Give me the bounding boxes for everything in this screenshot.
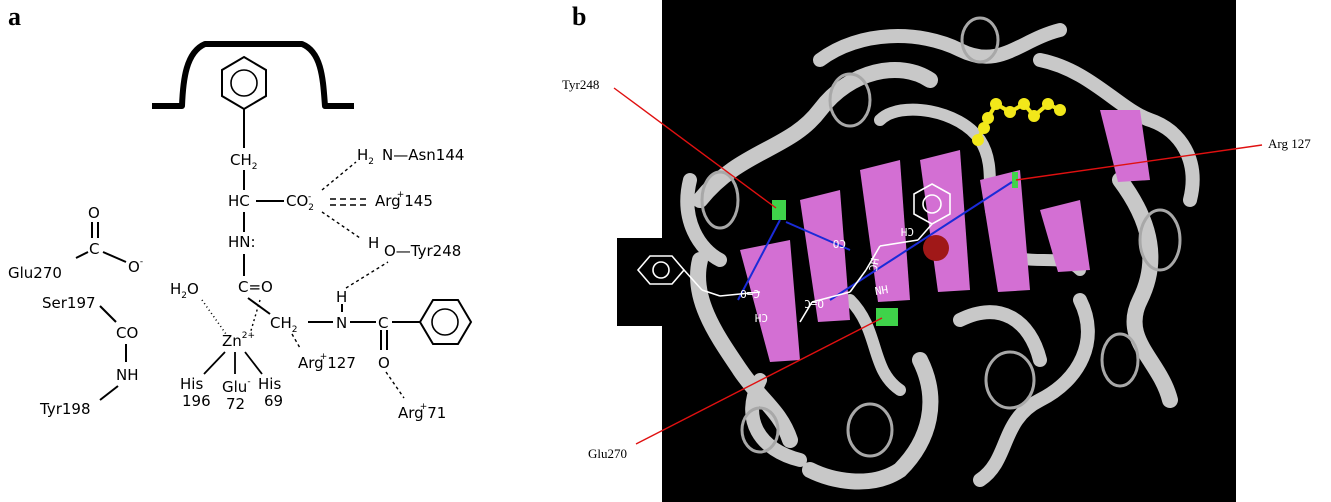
label-nh-ser: NH bbox=[116, 366, 139, 384]
yellow-ligand bbox=[972, 98, 1066, 146]
hbond-ch2-arg127 bbox=[291, 333, 301, 349]
bond-nh-tyr bbox=[99, 385, 119, 401]
label-h2n: H2 bbox=[357, 146, 374, 167]
bond-glu-c bbox=[75, 251, 89, 259]
label-arg71: Arg+71 bbox=[398, 402, 446, 422]
callout-tyr248: Tyr248 bbox=[562, 77, 599, 92]
ligand-wireframe bbox=[636, 183, 951, 323]
label-tyr198: Tyr198 bbox=[39, 400, 91, 418]
label-hc: HC bbox=[228, 192, 250, 210]
hbond-o-arg71 bbox=[385, 371, 405, 399]
label-arg145: Arg+145 bbox=[375, 190, 433, 210]
bond-co-ch2 bbox=[247, 297, 271, 315]
residue-tyr248 bbox=[772, 200, 786, 220]
bond-h2o-zn bbox=[201, 299, 227, 335]
residue-arg127 bbox=[1012, 172, 1018, 188]
hydrophobic-pocket-outline bbox=[152, 41, 354, 109]
label-hn: HN: bbox=[228, 233, 256, 251]
label-arg127: Arg+127 bbox=[298, 352, 356, 372]
label-o-glu-top: O bbox=[88, 204, 100, 222]
svg-text:C=O: C=O bbox=[740, 287, 760, 300]
label-glu72-name: Glu- bbox=[222, 377, 251, 396]
label-c-eq-o: C=O bbox=[238, 278, 273, 296]
svg-text:HN: HN bbox=[874, 282, 889, 297]
svg-text:CH: CH bbox=[901, 225, 914, 238]
bond-zn-his196 bbox=[203, 351, 226, 375]
protein-ribbon bbox=[680, 23, 1200, 490]
label-asn144: N—Asn144 bbox=[382, 146, 464, 164]
label-c-glu: C bbox=[89, 240, 99, 258]
label-co2: CO2- bbox=[286, 192, 314, 213]
beta-sheet-strands bbox=[740, 110, 1150, 362]
hbond-co2-asn144 bbox=[321, 161, 357, 191]
panel-a-letter: a bbox=[8, 2, 21, 31]
label-glu270: Glu270 bbox=[8, 264, 62, 282]
label-zn: Zn2+ bbox=[222, 331, 255, 350]
residue-glu270 bbox=[876, 308, 898, 326]
label-n-mid: N bbox=[336, 314, 347, 332]
label-o-mid: O bbox=[378, 354, 390, 372]
hbond-lines-b bbox=[737, 181, 1013, 301]
panel-b-letter: b bbox=[572, 2, 587, 31]
svg-text:O=C: O=C bbox=[804, 297, 824, 310]
label-h-mid: H bbox=[336, 288, 347, 306]
label-his196-name: His bbox=[180, 375, 203, 393]
callout-glu270: Glu270 bbox=[588, 446, 627, 461]
label-h2o: H2O bbox=[170, 280, 199, 301]
label-ch2-top: CH2 bbox=[230, 151, 258, 172]
bond-co-zn bbox=[249, 299, 261, 335]
label-glu72-num: 72 bbox=[226, 395, 245, 413]
label-c-mid: C bbox=[378, 314, 388, 332]
svg-text:CH: CH bbox=[755, 311, 768, 324]
bond-c-ominus bbox=[102, 251, 127, 263]
label-his69-num: 69 bbox=[264, 392, 283, 410]
label-o-minus: O- bbox=[128, 257, 143, 276]
callout-arg127: Arg 127 bbox=[1268, 136, 1311, 151]
svg-text:CO: CO bbox=[833, 237, 846, 250]
label-tyr248: O—Tyr248 bbox=[384, 242, 461, 260]
zinc-atom bbox=[923, 235, 949, 261]
panel-b-inset-background bbox=[617, 238, 687, 326]
bond-zn-his69 bbox=[244, 351, 263, 375]
label-co-ser: CO bbox=[116, 324, 138, 342]
protein-helix-coils bbox=[700, 16, 1182, 458]
wireframe-labels: CH CO HC HN C=O O=C CH bbox=[740, 225, 914, 324]
svg-text:HC: HC bbox=[866, 257, 881, 272]
callout-lines bbox=[613, 87, 1263, 445]
label-h-tyr: H bbox=[368, 234, 379, 252]
label-his196-num: 196 bbox=[182, 392, 211, 410]
hbond-nh-tyr248 bbox=[345, 261, 389, 289]
label-his69-name: His bbox=[258, 375, 281, 393]
bond-ser-co bbox=[99, 305, 117, 323]
label-ser197: Ser197 bbox=[42, 294, 96, 312]
label-ch2-mid: CH2 bbox=[270, 314, 298, 335]
phenyl-ring-right bbox=[418, 299, 473, 345]
hbond-co2-tyr248 bbox=[321, 211, 361, 239]
